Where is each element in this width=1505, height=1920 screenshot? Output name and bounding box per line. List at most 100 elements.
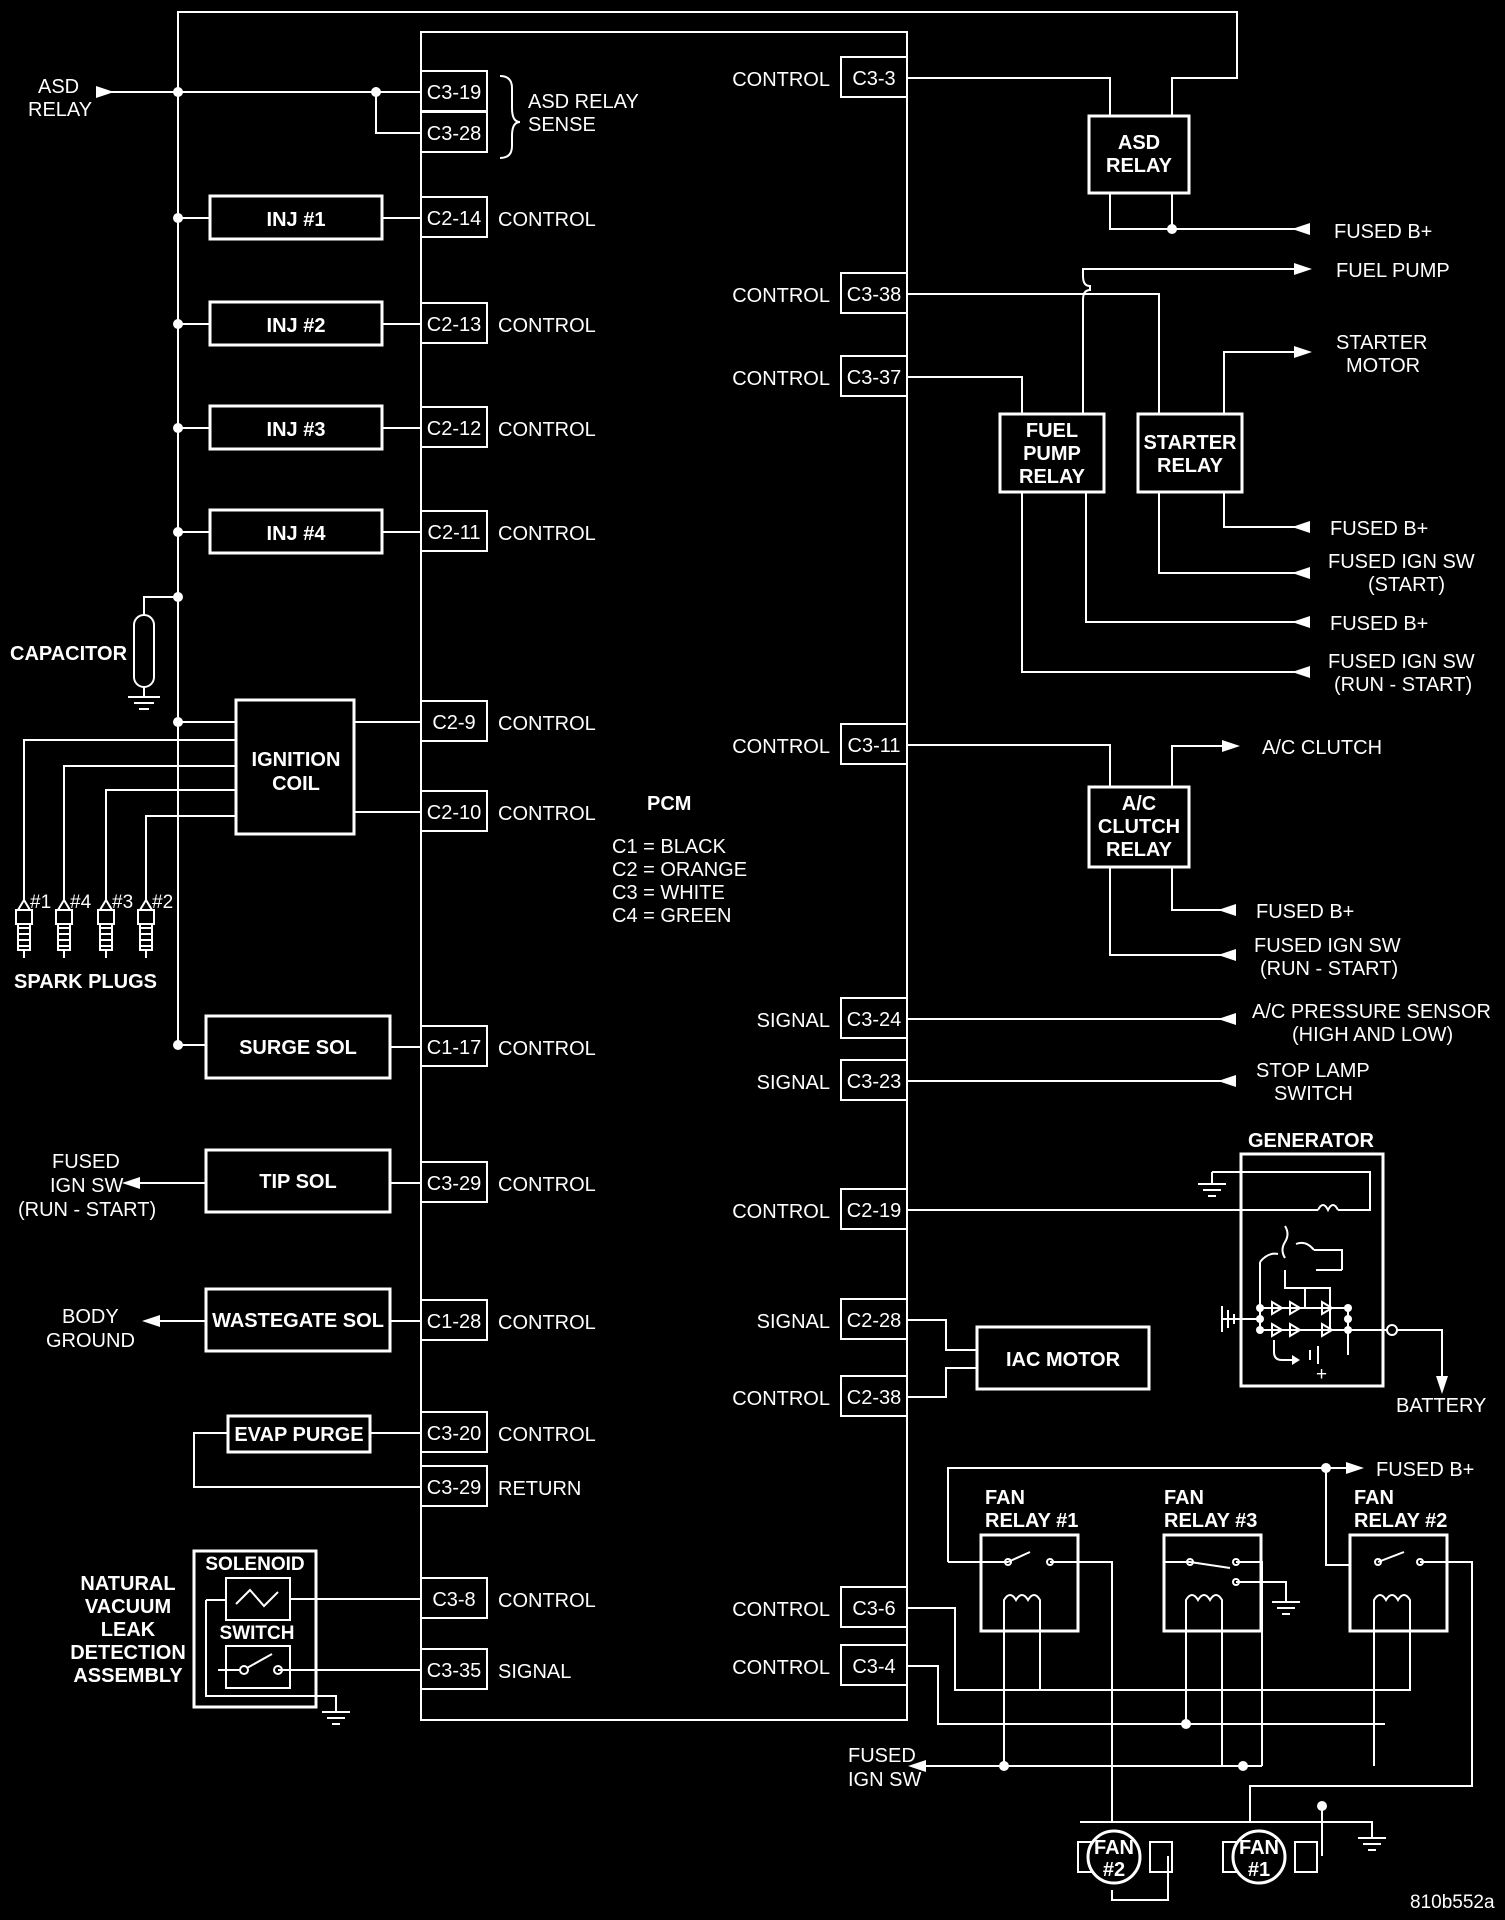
wastegate-sol-box <box>204 1287 392 1353</box>
c2-19-wire <box>907 1171 1371 1211</box>
left-pin-c1-28: C1-28 CONTROL <box>420 1299 596 1341</box>
plug-3-wire <box>105 789 236 900</box>
fused-b-label-3: FUSED B+ <box>1330 613 1428 635</box>
fan-1-label-2: #1 <box>1248 1859 1270 1881</box>
fan-relay-3-label-2: RELAY #3 <box>1164 1510 1257 1532</box>
pin-function-label: CONTROL <box>498 1312 596 1334</box>
pin-function-label: CONTROL <box>498 1590 596 1612</box>
evap-return-wire <box>193 1432 421 1488</box>
battery-arrow <box>1436 1376 1448 1394</box>
ac-clutch-label: A/C CLUTCH <box>1262 737 1382 759</box>
switch-icon <box>225 1645 291 1689</box>
inj-4-label: INJ #4 <box>267 523 327 545</box>
ac-clutch-wire <box>1171 745 1222 787</box>
fan-relay-2-box <box>1348 1533 1449 1633</box>
pin-label: C3-6 <box>852 1598 895 1620</box>
pin-label: C3-20 <box>427 1423 481 1445</box>
ac-clutch-arrow <box>1222 740 1240 752</box>
pin-label: C1-28 <box>427 1311 481 1333</box>
nvld-label-4: DETECTION <box>70 1642 186 1664</box>
pin-label: C3-23 <box>847 1071 901 1093</box>
fan-1-label-1: FAN <box>1239 1837 1279 1859</box>
junction-dot <box>1238 1761 1248 1771</box>
fan-1-icon <box>1222 1829 1318 1885</box>
fused-b-label-1: FUSED B+ <box>1334 221 1432 243</box>
pin-function-label: CONTROL <box>732 736 830 758</box>
fan-relay-1-label-1: FAN <box>985 1487 1025 1509</box>
pin-label: C2-9 <box>432 712 475 734</box>
fused-b-label-2: FUSED B+ <box>1330 518 1428 540</box>
asd-control-wire <box>907 77 1111 116</box>
fused-ign-sw-label-1: FUSED <box>848 1745 916 1767</box>
tip-fused-label-1: FUSED <box>52 1151 120 1173</box>
pin-function-label: CONTROL <box>732 1201 830 1223</box>
surge-sol-label: SURGE SOL <box>239 1037 357 1059</box>
battery-terminal-icon <box>1386 1324 1398 1336</box>
pin-function-label: SIGNAL <box>757 1072 830 1094</box>
fan-2-feed-wire <box>1111 1760 1169 1901</box>
junction-dot <box>173 87 183 97</box>
fuel-pump-relay-box <box>998 412 1106 494</box>
iac-motor-label: IAC MOTOR <box>1006 1349 1121 1371</box>
pcm-legend-c4: C4 = GREEN <box>612 905 731 927</box>
pin-label: C2-38 <box>847 1387 901 1409</box>
pin-function-label: CONTROL <box>498 1424 596 1446</box>
tip-sol-box <box>204 1148 392 1214</box>
asd-relay-box <box>1087 114 1191 195</box>
generator-box <box>1239 1152 1385 1388</box>
plug-4-wire <box>63 765 236 900</box>
asd-relay-sense-label-1: ASD RELAY <box>528 91 639 113</box>
fp-fused-b-wire <box>1085 492 1310 623</box>
pin-function-label: SIGNAL <box>757 1311 830 1333</box>
ign-run-start-label-2b: (RUN - START) <box>1260 958 1398 980</box>
evap-purge-label: EVAP PURGE <box>234 1424 363 1446</box>
asd-relay-label-1: ASD <box>38 76 79 98</box>
spark-plugs-label: SPARK PLUGS <box>14 971 157 993</box>
ign-start-arrow <box>1292 567 1310 579</box>
relay-1-coil-wire <box>1003 1614 1041 1766</box>
ign-start-label-1: FUSED IGN SW <box>1328 551 1475 573</box>
pin-function-label: CONTROL <box>498 419 596 441</box>
pin-label: C3-19 <box>427 82 481 104</box>
ac-fused-wire <box>1171 867 1236 911</box>
pin-function-label: CONTROL <box>732 285 830 307</box>
c3-6-wire <box>907 1607 1034 1691</box>
injector-2: INJ #2 <box>173 300 421 347</box>
pin-label: C3-8 <box>432 1589 475 1611</box>
fused-b-arrow-1 <box>1292 223 1310 235</box>
fused-b-arrow-3 <box>1292 616 1310 628</box>
pin-function-label: CONTROL <box>732 69 830 91</box>
pin-label: C3-29 <box>427 1477 481 1499</box>
asd-fused-wire <box>1109 193 1310 230</box>
stop-lamp-label-2: SWITCH <box>1274 1083 1353 1105</box>
pin-function-label: CONTROL <box>732 1599 830 1621</box>
asd-sense-brace <box>499 75 521 159</box>
fan-relay-2-label-1: FAN <box>1354 1487 1394 1509</box>
fan-2-label-1: FAN <box>1094 1837 1134 1859</box>
pin-function-label: CONTROL <box>498 209 596 231</box>
pin-label: C2-10 <box>427 802 481 824</box>
rectifier-icon: + <box>1256 1300 1352 1385</box>
generator-ground-icon <box>1198 1171 1248 1197</box>
capacitor-icon <box>128 592 183 710</box>
pin-function-label: CONTROL <box>498 713 596 735</box>
wastegate-arrow <box>142 1315 160 1327</box>
nvld-label-3: LEAK <box>101 1619 156 1641</box>
spark-plug-icon <box>15 898 33 958</box>
figure-id: 810b552a <box>1410 1892 1495 1913</box>
pin-label: C3-3 <box>852 68 895 90</box>
switch-contact-icon <box>246 1653 273 1669</box>
ign-run-start-label-2a: FUSED IGN SW <box>1254 935 1401 957</box>
pcm-legend-c3: C3 = WHITE <box>612 882 725 904</box>
pin-label: C3-35 <box>427 1660 481 1682</box>
junction-dot <box>371 87 381 97</box>
